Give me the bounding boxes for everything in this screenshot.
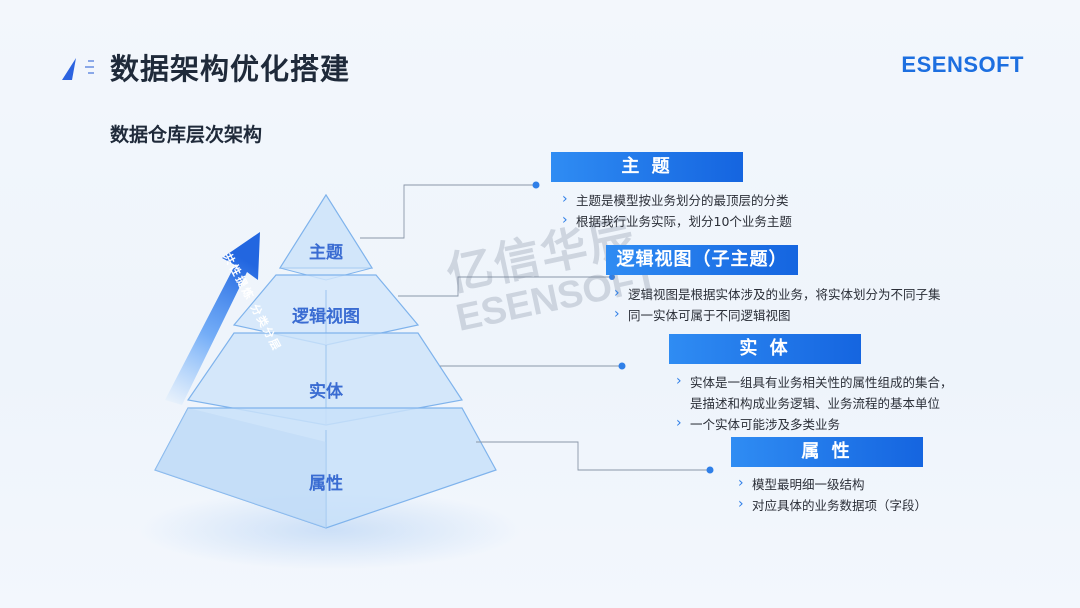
section-title-attribute: 属 性	[731, 437, 923, 467]
list-item: 实体是一组具有业务相关性的属性组成的集合，	[674, 371, 953, 393]
connector-lines	[360, 184, 710, 471]
page-title: 数据架构优化搭建	[110, 52, 351, 86]
section-title-entity: 实 体	[669, 334, 861, 364]
list-item: 是描述和构成业务逻辑、业务流程的基本单位	[690, 396, 941, 411]
pyramid-layer-topic: 主题	[309, 243, 343, 263]
connector-dots	[532, 181, 714, 474]
pyramid-layer-entity: 实体	[309, 382, 343, 402]
list-item: 根据我行业务实际，划分10个业务主题	[560, 210, 792, 232]
list-item: 同一实体可属于不同逻辑视图	[612, 304, 941, 326]
pyramid-shadow	[140, 490, 520, 570]
section-subtitle: 数据仓库层次架构	[110, 124, 263, 146]
list-item: 逻辑视图是根据实体涉及的业务，将实体划分为不同子集	[612, 283, 941, 305]
list-item: 一个实体可能涉及多类业务	[674, 413, 953, 435]
pyramid-layer-view: 逻辑视图	[292, 307, 360, 327]
brand-logo: ESENSOFT	[901, 52, 1024, 77]
section-bullets-entity: 实体是一组具有业务相关性的属性组成的集合， 是描述和构成业务逻辑、业务流程的基本…	[674, 371, 953, 435]
pyramid-layer-attribute-shape	[154, 407, 497, 529]
section-bullets-topic: 主题是模型按业务划分的最顶层的分类 根据我行业务实际，划分10个业务主题	[560, 189, 792, 232]
section-bullets-view: 逻辑视图是根据实体涉及的业务，将实体划分为不同子集 同一实体可属于不同逻辑视图	[612, 283, 941, 326]
pyramid-layer-attribute: 属性	[309, 474, 343, 494]
title-arrow-icon	[62, 58, 94, 80]
commonality-arrow-icon	[165, 232, 260, 405]
section-title-topic: 主 题	[551, 152, 743, 182]
section-bullets-attribute: 模型最明细一级结构 对应具体的业务数据项（字段）	[736, 473, 927, 516]
list-item: 对应具体的业务数据项（字段）	[736, 494, 927, 516]
list-item: 模型最明细一级结构	[736, 473, 927, 495]
list-item: 主题是模型按业务划分的最顶层的分类	[560, 189, 792, 211]
section-title-view: 逻辑视图（子主题）	[606, 245, 798, 275]
